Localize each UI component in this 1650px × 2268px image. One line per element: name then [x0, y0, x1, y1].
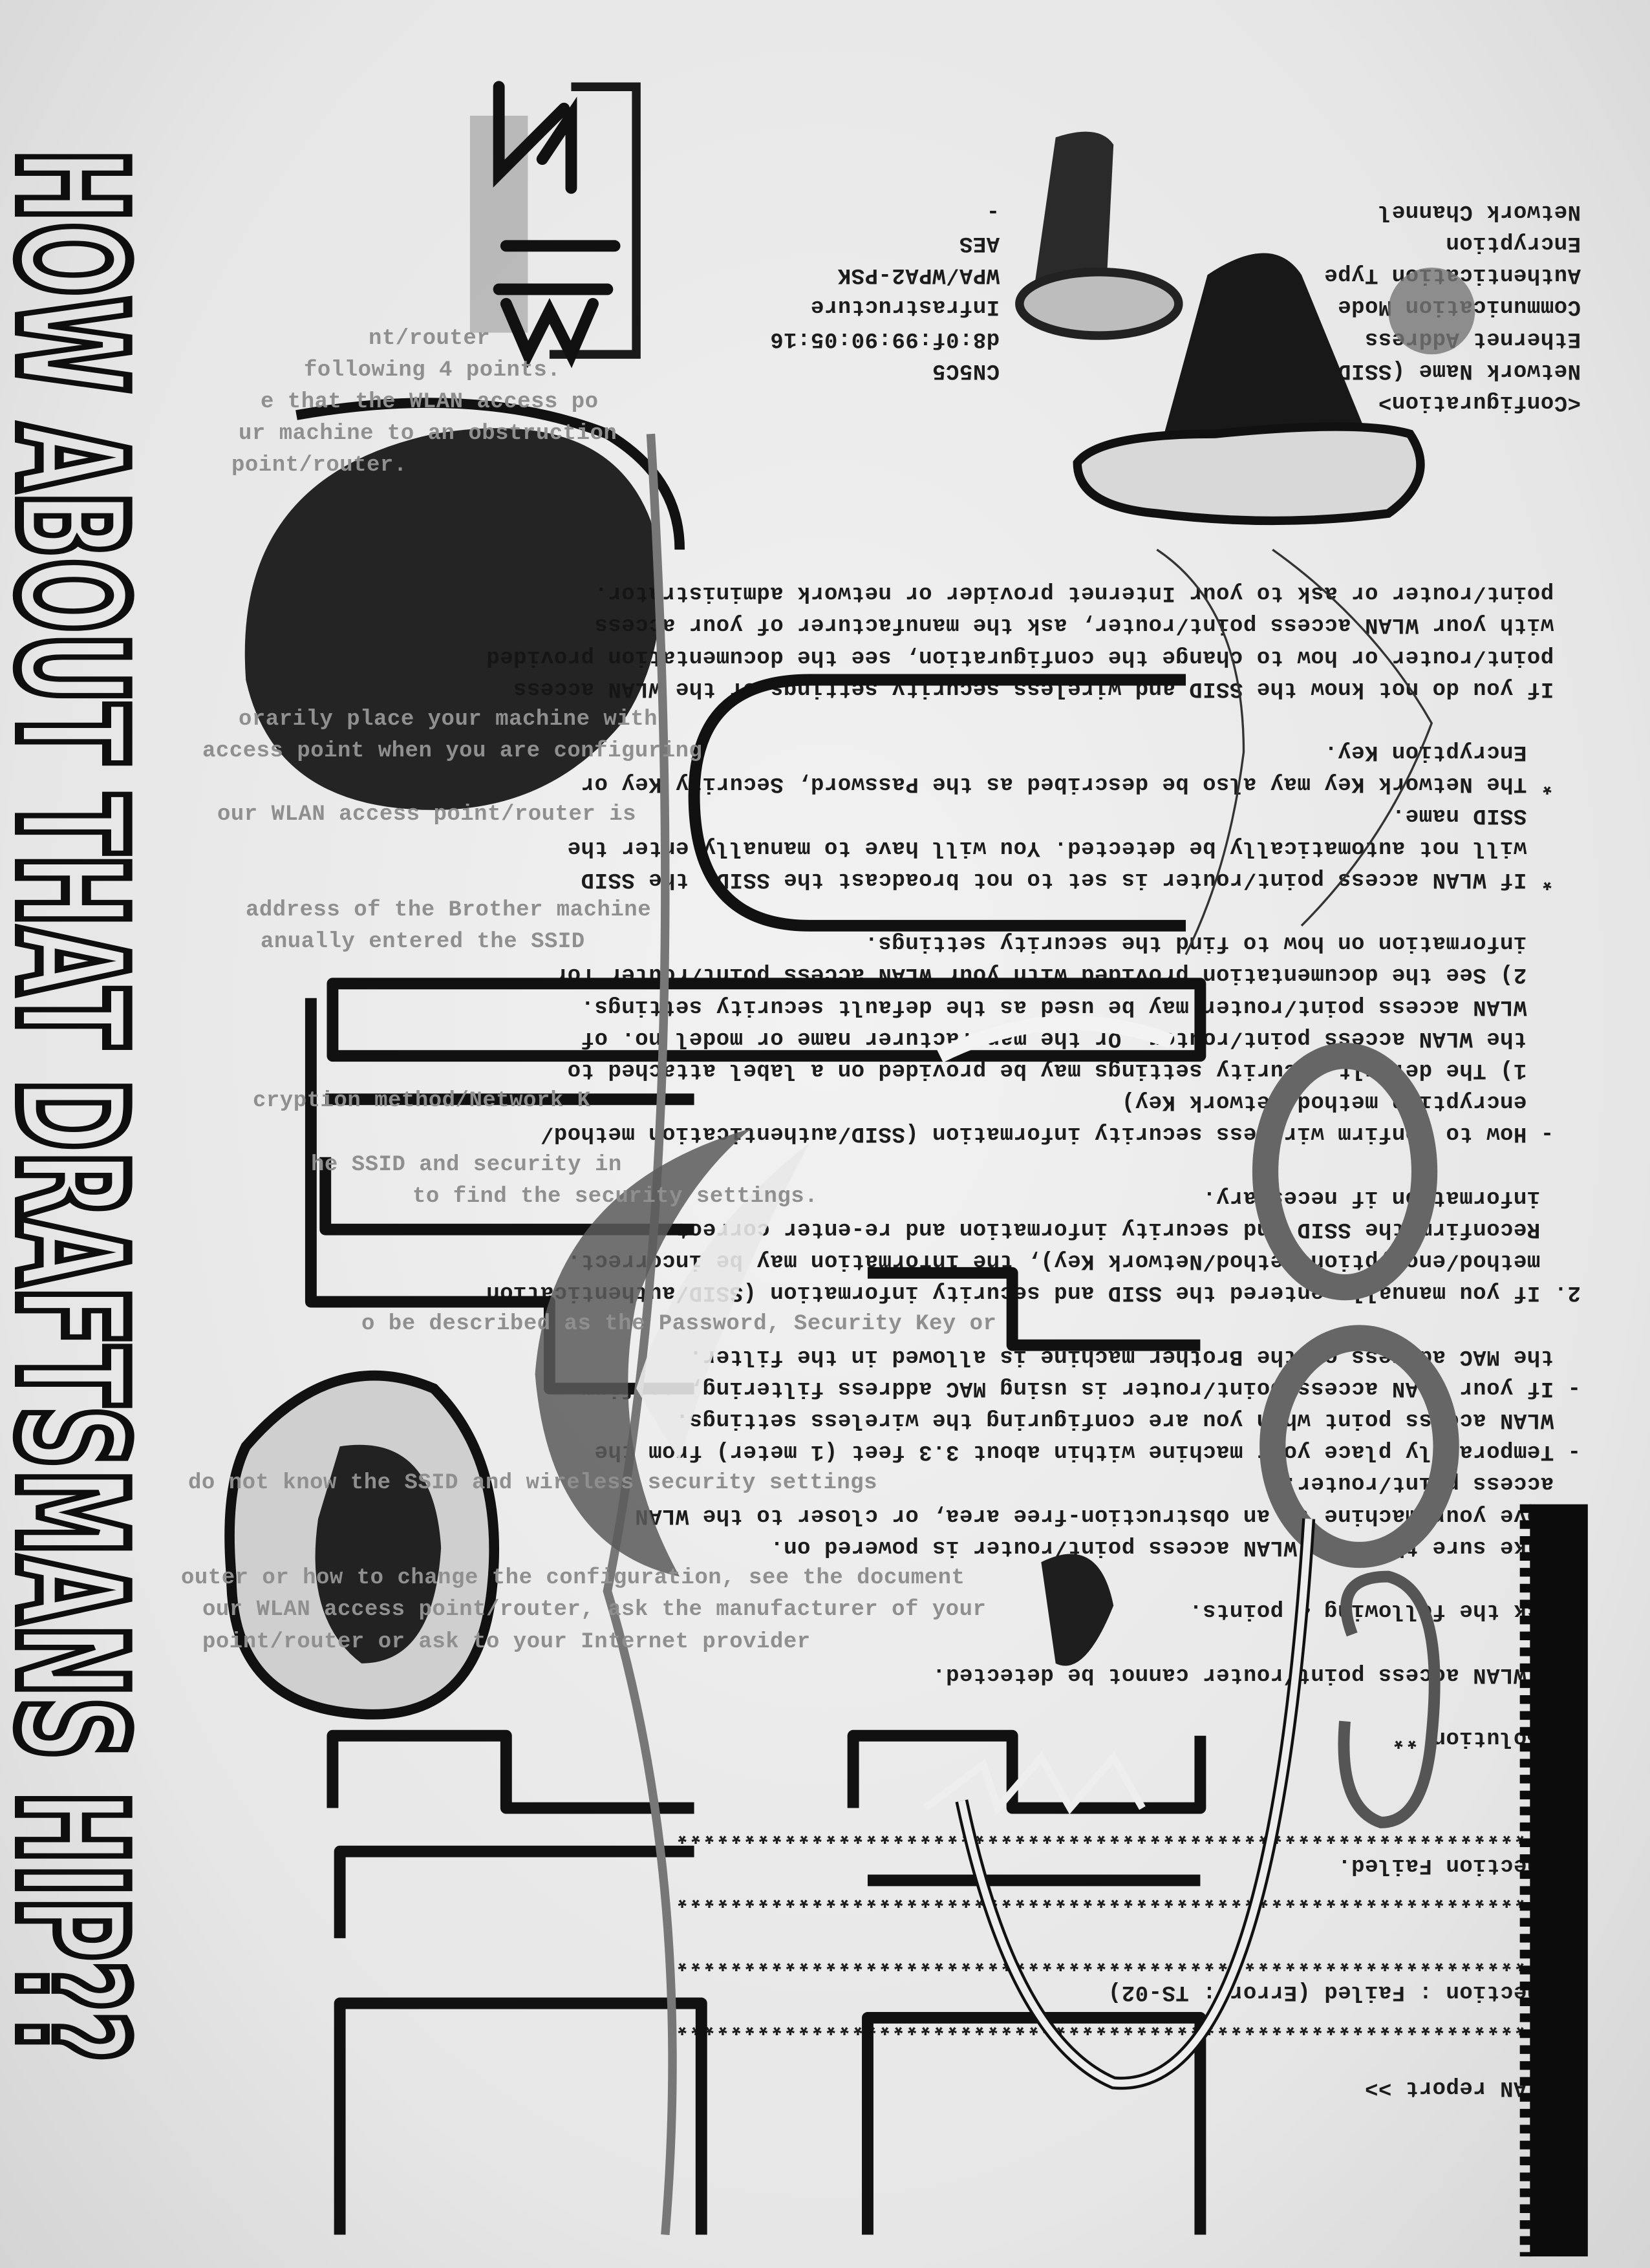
report-line: will not automatically be detected. You … — [567, 835, 1581, 860]
report-line: ****************************************… — [675, 1948, 1581, 1973]
report-lines: < WLAN report >> ************************… — [486, 195, 1581, 2103]
report-line: Connection Failed. — [1337, 1852, 1581, 1878]
report-line — [486, 895, 1581, 926]
report-line: Reconfirm the SSID and security informat… — [675, 1216, 1581, 1241]
report-line: <Configuration> — [1378, 390, 1581, 415]
report-line: WLAN access point/router may be used as … — [581, 994, 1581, 1019]
report-line: the MAC address of the Brother machine i… — [689, 1343, 1581, 1369]
report-line: Check the following 4 points. — [1188, 1598, 1581, 1623]
report-line — [486, 418, 1581, 449]
report-line — [486, 1690, 1581, 1722]
report-line: Communication Mode Infrastructure — [810, 294, 1581, 319]
report-line: ****************************************… — [675, 2011, 1581, 2037]
report-line — [486, 2040, 1581, 2071]
report-line — [486, 704, 1581, 736]
report-line: point/router or how to change the config… — [486, 644, 1581, 669]
report-line: - Make sure that the WLAN access point/r… — [769, 1534, 1581, 1559]
report-line — [486, 449, 1581, 481]
report-line: - How to confirm wireless security infor… — [540, 1121, 1581, 1146]
report-line: point/router or ask to your Internet pro… — [594, 581, 1581, 606]
report-line: access point/router. — [1283, 1471, 1581, 1496]
report-line: 2. If you manually entered the SSID and … — [486, 1280, 1581, 1305]
report-line: ****************************************… — [675, 1821, 1581, 1846]
report-line — [486, 1563, 1581, 1594]
report-line: Authentication Type WPA/WPA2-PSK — [837, 262, 1581, 288]
report-line — [486, 1308, 1581, 1340]
report-line: Ethernet Address d8:0f:99:90:05:16 — [769, 326, 1581, 351]
report-line: ** Solution ** — [1391, 1725, 1581, 1750]
report-line: with your WLAN access point/router, ask … — [594, 612, 1581, 637]
report-line: Encryption Key. — [1323, 740, 1581, 765]
report-line: SSID name. — [1391, 803, 1581, 828]
report-line — [486, 1912, 1581, 1944]
report-line — [486, 481, 1581, 513]
report-line: < WLAN report >> — [1364, 2075, 1581, 2100]
report-line — [486, 1626, 1581, 1658]
report-line: - Move your machine to an obstruction-fr… — [634, 1503, 1581, 1528]
report-line: information if necessary. — [1202, 1184, 1581, 1210]
report-line — [486, 1785, 1581, 1817]
report-line: 2) See the documentation provided with y… — [553, 962, 1581, 987]
report-line: 1) The default security settings may be … — [567, 1058, 1581, 1082]
report-line: If you do not know the SSID and wireless… — [513, 676, 1581, 701]
report-line — [486, 513, 1581, 545]
report-line: Encryption AES — [959, 231, 1581, 256]
report-line: ****************************************… — [675, 1884, 1581, 1909]
report-line: encryption method/Network Key) — [1121, 1089, 1581, 1115]
report-line: Network Channel - — [986, 198, 1581, 224]
report-line — [486, 1149, 1581, 1181]
report-line: Connection : Failed (Error : TS-02) — [1108, 1980, 1581, 2005]
report-line: the WLAN access point/router. Or the man… — [581, 1025, 1581, 1051]
report-line: - Temporarily place your machine within … — [594, 1439, 1581, 1464]
report-line: Network Name (SSID) CN5C5 — [932, 358, 1581, 383]
report-line — [486, 1753, 1581, 1785]
report-line: * The Network Key may also be described … — [581, 771, 1581, 797]
report-line: information on how to find the security … — [864, 930, 1581, 956]
report-line: WLAN access point when you are configuri… — [675, 1407, 1581, 1433]
report-line: * If WLAN access point/router is set to … — [581, 866, 1581, 892]
report-line — [486, 545, 1581, 577]
report-line: The WLAN access point/router cannot be d… — [932, 1662, 1581, 1687]
report-line: - If your WLAN access point/router is us… — [581, 1375, 1581, 1400]
report-line: method/encryption method/Network Key), t… — [567, 1248, 1581, 1274]
